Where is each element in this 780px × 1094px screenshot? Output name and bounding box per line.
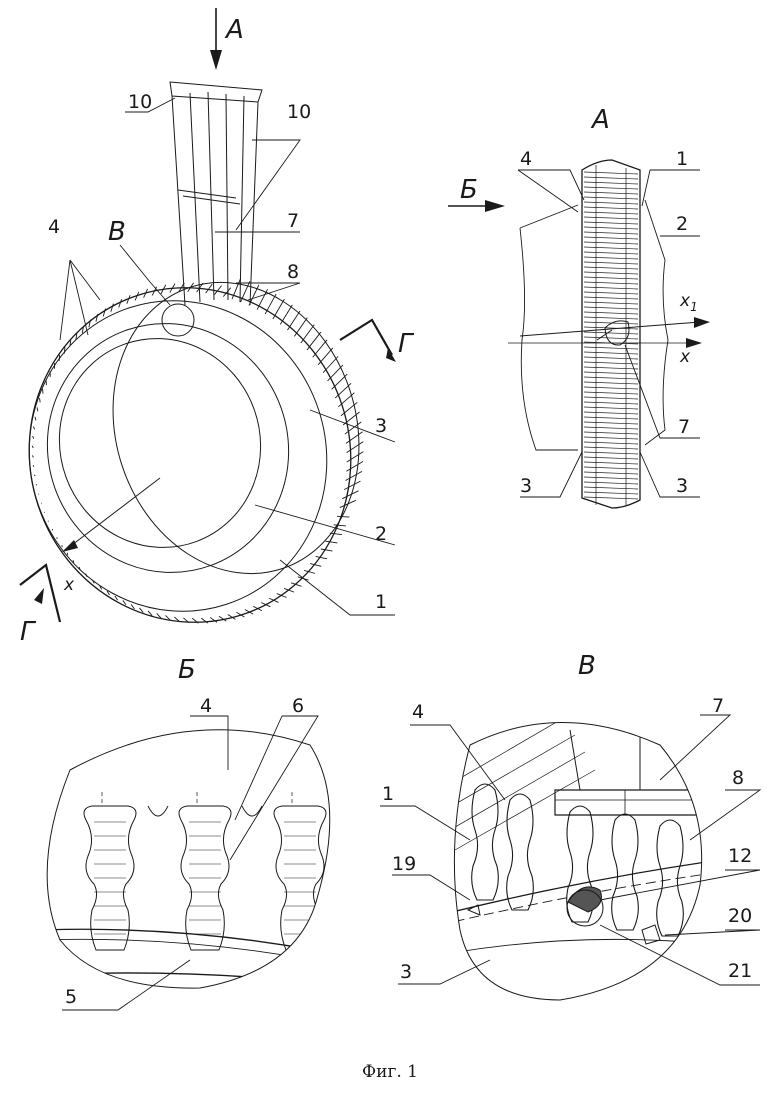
- detail-v-mark: В: [108, 217, 126, 247]
- label-3: 3: [375, 415, 387, 437]
- db-label-6: 6: [292, 695, 304, 717]
- blade-group: [170, 82, 262, 305]
- view-a-mark: А: [224, 15, 244, 45]
- detail-v-title: В: [578, 651, 596, 681]
- label-9: 10: [128, 91, 152, 113]
- dv-label-7: 7: [712, 695, 724, 717]
- dv-label-8: 8: [732, 767, 744, 789]
- detail-b-labels: Б 4 6 5: [65, 655, 304, 1008]
- label-4: 4: [48, 216, 60, 238]
- dv-label-19: 19: [392, 853, 416, 875]
- va-label-4: 4: [520, 148, 532, 170]
- label-10: 10: [287, 101, 311, 123]
- side-teeth-hatching: [584, 165, 638, 505]
- dv-label-21: 21: [728, 960, 752, 982]
- db-label-5: 5: [65, 986, 77, 1008]
- dv-label-3: 3: [400, 961, 412, 983]
- detail-v-view: [380, 715, 760, 1000]
- wheel-perspective-view: [0, 8, 396, 664]
- dv-label-12: 12: [728, 845, 752, 867]
- label-1: 1: [375, 591, 387, 613]
- view-a-title: А: [590, 105, 610, 135]
- section-mark-top: Г: [398, 329, 415, 359]
- section-mark-bottom: Г: [20, 617, 37, 647]
- view-b-arrow-mark: Б: [460, 175, 478, 205]
- dv-label-1: 1: [382, 783, 394, 805]
- label-2: 2: [375, 523, 387, 545]
- detail-b-title: Б: [178, 655, 196, 685]
- label-8: 8: [287, 261, 299, 283]
- view-a-side-view: [448, 160, 710, 508]
- va-label-7: 7: [678, 416, 690, 438]
- label-7: 7: [287, 210, 299, 232]
- db-label-4: 4: [200, 695, 212, 717]
- axis-x1-label: x1: [679, 291, 698, 314]
- dv-label-20: 20: [728, 905, 752, 927]
- figure-caption: Фиг. 1: [0, 1062, 780, 1082]
- detail-b-view: [40, 716, 340, 1010]
- va-label-3-left: 3: [520, 475, 532, 497]
- va-label-2: 2: [676, 213, 688, 235]
- axis-x-label: x: [63, 575, 75, 595]
- axis-x-label-a: x: [679, 347, 691, 367]
- va-label-3-right: 3: [676, 475, 688, 497]
- dv-label-4: 4: [412, 701, 424, 723]
- va-label-1: 1: [676, 148, 688, 170]
